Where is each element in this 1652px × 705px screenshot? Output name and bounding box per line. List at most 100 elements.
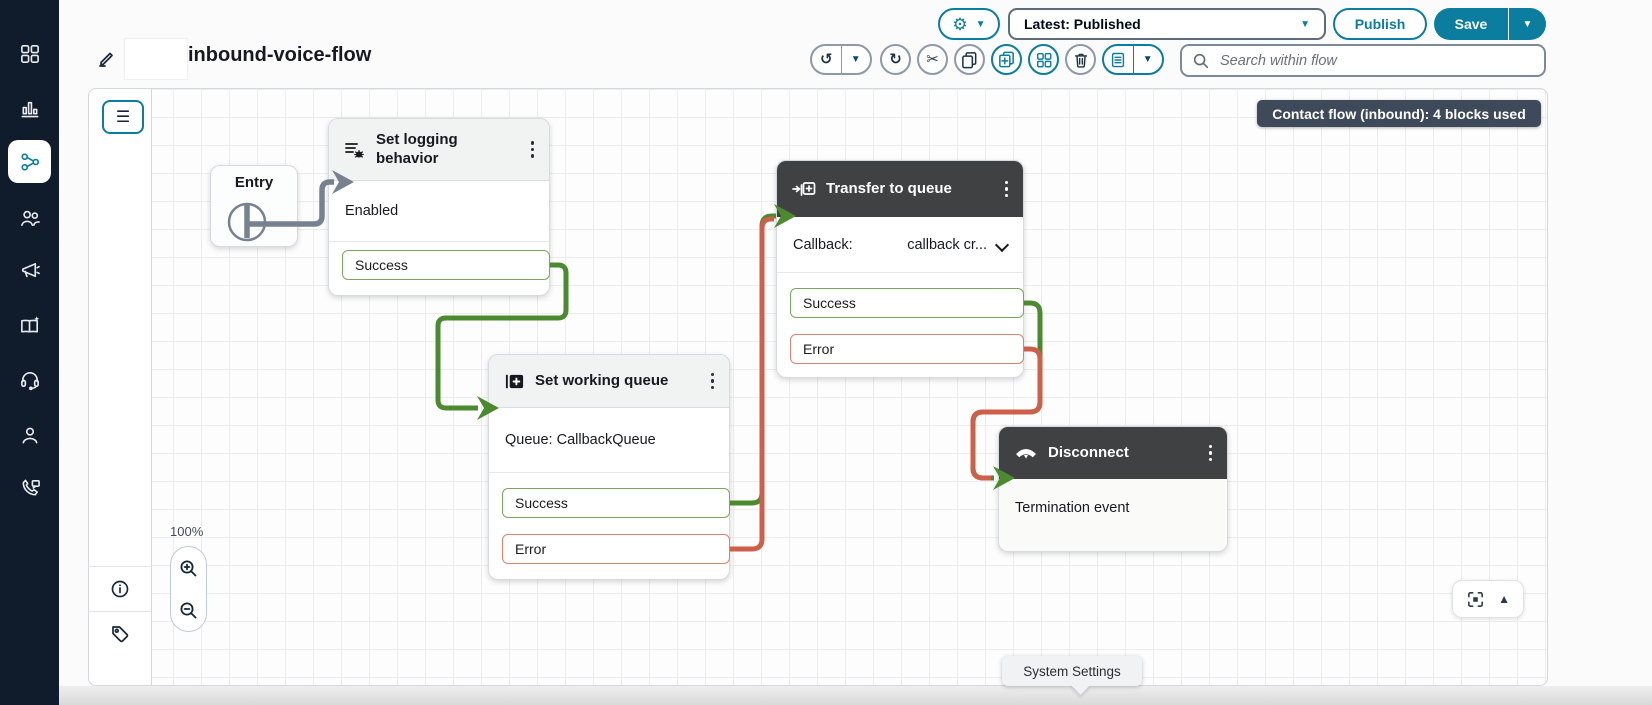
delete-button[interactable] [1065,44,1096,75]
block-parameter: Enabled [345,203,399,219]
fit-to-view-icon[interactable] [1466,590,1485,609]
sidebar-item-calls[interactable] [8,467,51,510]
chevron-down-icon: ▼ [1142,54,1153,65]
canvas-view-controls: ▲ [1452,580,1524,618]
undo-icon: ↺ [819,51,833,68]
search-input[interactable] [1218,51,1534,70]
sidebar-item-analytics[interactable] [8,86,51,129]
publish-button[interactable]: Publish [1333,8,1427,40]
collapse-panel-icon[interactable]: ▲ [1498,592,1510,606]
book-icon [19,315,41,337]
flow-notes-button[interactable] [1104,46,1133,73]
blocks-menu-button[interactable]: ☰ [102,100,144,134]
gear-icon: ⚙ [952,14,968,34]
port-working-queue-success[interactable]: Success [502,488,730,518]
redacted-flow-type [124,38,188,80]
block-title: Transfer to queue [826,179,952,197]
edit-title-icon[interactable] [97,48,117,68]
blocks-used-badge: Contact flow (inbound): 4 blocks used [1257,100,1541,127]
search-icon [1192,52,1210,70]
phone-message-icon [19,478,41,500]
block-parameter-row: Callback: callback cr... [777,217,1023,272]
redo-icon: ↻ [889,51,902,68]
block-disconnect[interactable]: Disconnect Termination event [998,426,1228,552]
sidebar-item-agent-support[interactable] [8,358,51,401]
redo-button[interactable]: ↻ [880,44,911,75]
page-title: inbound-voice-flow [188,44,372,66]
megaphone-icon [19,260,41,282]
flows-icon [19,151,41,173]
save-menu-button[interactable]: ▼ [1509,8,1546,40]
metadata-info-button[interactable] [89,567,151,611]
set-working-queue-icon [504,371,525,392]
chevron-down-icon[interactable] [994,237,1010,252]
paste-plus-icon [997,50,1016,69]
kebab-menu[interactable] [706,369,720,394]
block-header: Set working queue [489,355,729,408]
chevron-down-icon: ▼ [850,54,861,65]
arrange-blocks-button[interactable] [1028,44,1059,75]
disconnect-phone-icon [1014,445,1038,462]
rail-divider [89,611,151,612]
sidebar-item-guides[interactable] [8,304,51,347]
sidebar-item-app-grid[interactable] [8,32,51,75]
trash-icon [1072,51,1090,69]
port-transfer-success[interactable]: Success [790,288,1024,318]
notes-menu-button[interactable]: ▼ [1132,46,1163,73]
version-select[interactable]: Latest: Published ▼ [1008,8,1326,40]
divider [329,241,549,242]
paste-block-button[interactable] [991,44,1022,75]
scissors-icon: ✂ [926,51,939,68]
block-header: Disconnect [999,427,1227,479]
top-chrome: inbound-voice-flow ⚙ ▼ Latest: Published… [59,0,1652,88]
kebab-menu[interactable] [1204,441,1218,466]
divider [489,472,729,473]
sidebar-item-flows[interactable] [8,140,51,183]
tag-icon [110,624,130,644]
rail-divider [89,566,151,567]
zoom-controls [170,546,207,632]
flow-search [1180,44,1546,77]
port-working-queue-error[interactable]: Error [502,534,730,564]
divider [777,272,1023,273]
block-entry[interactable]: Entry [210,165,298,247]
block-parameter: Termination event [1015,500,1130,516]
transfer-to-queue-icon [792,180,816,198]
block-title: Disconnect [1048,443,1129,461]
copy-button[interactable] [954,44,985,75]
sidebar-item-users[interactable] [8,196,51,239]
grid-icon [1035,51,1053,69]
save-split-button: Save ▼ [1434,8,1546,40]
block-header: Transfer to queue [777,161,1023,217]
copy-icon [960,50,979,69]
undo-menu-button[interactable]: ▼ [840,46,871,73]
chevron-down-icon: ▼ [1300,18,1310,30]
tags-button[interactable] [89,612,151,656]
chevron-down-icon: ▼ [975,18,986,30]
version-select-value: Latest: Published [1024,16,1141,32]
undo-button[interactable]: ↺ [812,46,841,73]
kebab-menu[interactable] [1000,177,1014,202]
bottom-strip [59,686,1652,705]
callback-label: Callback: [793,236,853,253]
kebab-menu[interactable] [526,137,540,162]
block-title: Set working queue [535,371,669,389]
zoom-level: 100% [170,524,204,539]
undo-split-button: ↺ ▼ [810,44,872,75]
port-transfer-error[interactable]: Error [790,334,1024,364]
zoom-out-icon[interactable] [178,600,199,621]
app-grid-icon [19,43,41,65]
sidebar-item-profiles[interactable] [8,413,51,456]
document-lines-icon [1109,51,1127,69]
block-parameter: Queue: CallbackQueue [505,432,656,448]
info-icon [110,579,130,599]
port-logging-success[interactable]: Success [342,250,550,280]
sidebar-item-campaigns[interactable] [8,249,51,292]
notes-split-button: ▼ [1102,44,1164,75]
flow-settings-button[interactable]: ⚙ ▼ [938,8,1000,40]
save-button[interactable]: Save [1434,8,1509,40]
users-icon [19,207,41,229]
cut-button[interactable]: ✂ [917,44,948,75]
bar-chart-icon [19,97,41,119]
zoom-in-icon[interactable] [178,558,199,579]
